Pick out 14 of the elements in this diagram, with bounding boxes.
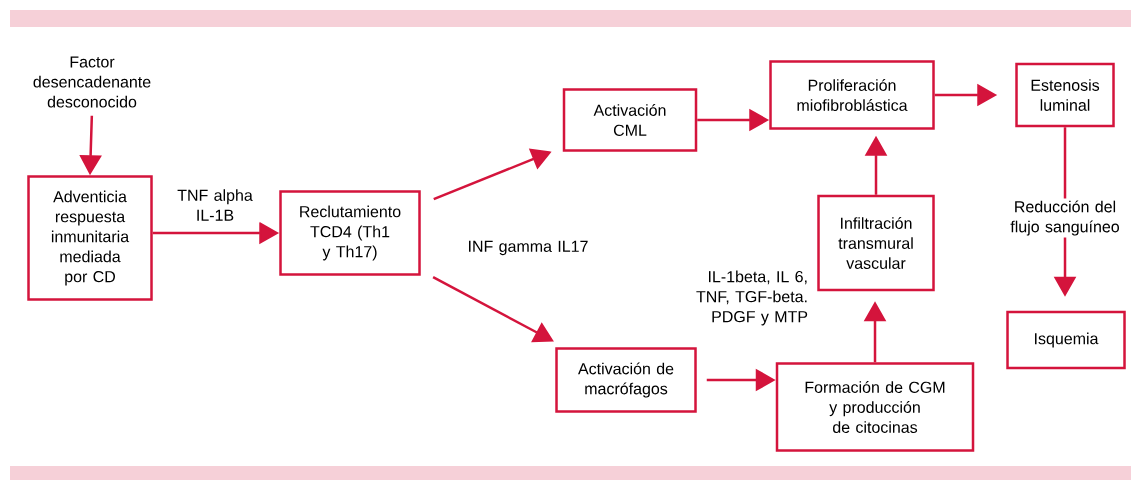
process-box: Activación de macrófagos xyxy=(555,347,697,413)
process-box: Reclutamiento TCD4 (Th1 y Th17) xyxy=(279,190,421,276)
annotation-text: IL-1beta, IL 6, TNF, TGF-beta. PDGF y MTP xyxy=(696,270,808,326)
process-box: Estenosis luminal xyxy=(1015,62,1115,128)
process-box: Isquemia xyxy=(1006,310,1126,370)
trigger-text: Factor desencadenante desconocido xyxy=(33,56,151,108)
process-box: Adventicia respuesta inmunitaria mediada por CD xyxy=(27,175,153,301)
annotation-text: INF gamma IL17 xyxy=(469,240,588,256)
process-box: Proliferación miofibroblástica xyxy=(769,60,935,130)
edge-label: TNF alpha IL-1B xyxy=(170,187,260,223)
process-box: Activación CML xyxy=(562,88,698,152)
edge-label: Reducción del flujo sanguíneo xyxy=(1005,198,1125,238)
process-box: Infiltración transmural vascular xyxy=(817,194,935,292)
process-box: Formación de CGM y producción de citocinas xyxy=(775,362,975,452)
